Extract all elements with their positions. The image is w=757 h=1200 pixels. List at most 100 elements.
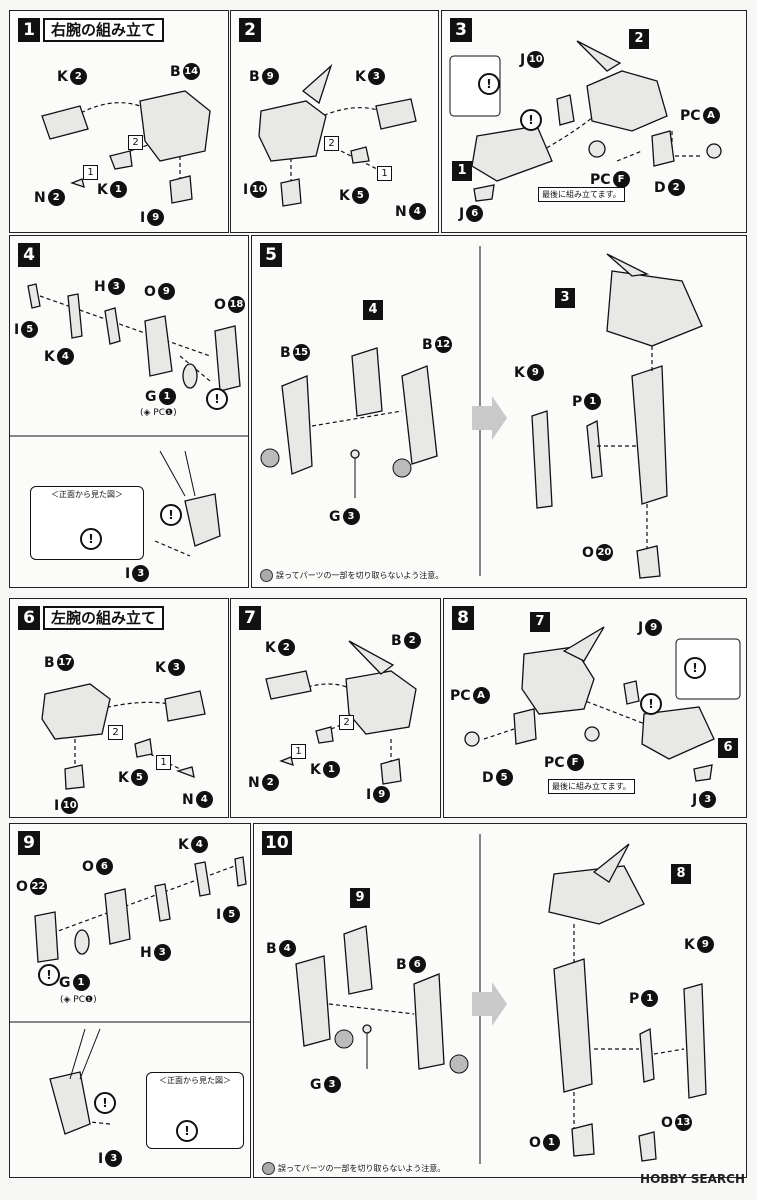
step-header: 2 <box>239 18 261 42</box>
step-header: 8 <box>452 606 474 630</box>
warning-icon: ! <box>160 504 182 526</box>
warning-icon: ! <box>520 109 542 131</box>
step-number: 2 <box>239 18 261 42</box>
step-number: 3 <box>450 18 472 42</box>
step-header: 9 <box>18 831 40 855</box>
step-header: 3 <box>450 18 472 42</box>
step-number: 10 <box>262 831 292 855</box>
pc-note: (◈ PC❶) <box>140 408 177 418</box>
warning-icon: ! <box>38 964 60 986</box>
order-mark: 1 <box>377 166 392 181</box>
step-title: 右腕の組み立て <box>43 18 165 42</box>
warning-icon: ! <box>478 73 500 95</box>
order-mark: 1 <box>291 744 306 759</box>
parts-diagram <box>10 283 248 557</box>
subassembly-ref: 4 <box>363 300 383 320</box>
parts-diagram <box>258 63 417 207</box>
order-mark: 1 <box>156 755 171 770</box>
last-assembly-note: 最後に組み立てます。 <box>538 187 625 202</box>
step-header: 10 <box>262 831 292 855</box>
order-mark: 2 <box>128 135 143 150</box>
subassembly-ref: 3 <box>555 288 575 308</box>
warning-icon: ! <box>206 388 228 410</box>
warning-icon: ! <box>94 1092 116 1114</box>
warning-icon: ! <box>640 693 662 715</box>
step-header: 4 <box>18 243 40 267</box>
caution-note: 誤ってパーツの一部を切り取らないよう注意。 <box>260 569 443 582</box>
parts-diagram <box>295 834 707 1164</box>
step-number: 5 <box>260 243 282 267</box>
subassembly-ref: 8 <box>671 864 691 884</box>
warning-icon: ! <box>176 1120 198 1142</box>
step-title: 左腕の組み立て <box>43 606 165 630</box>
step-number: 8 <box>452 606 474 630</box>
last-assembly-note: 最後に組み立てます。 <box>548 779 635 794</box>
order-mark: 2 <box>108 725 123 740</box>
step-number: 4 <box>18 243 40 267</box>
subassembly-ref: 2 <box>629 29 649 49</box>
subassembly-ref: 9 <box>350 888 370 908</box>
step-number: 9 <box>18 831 40 855</box>
parts-diagram <box>265 640 417 785</box>
step-header: 7 <box>239 606 261 630</box>
subassembly-ref: 1 <box>452 161 472 181</box>
warning-icon: ! <box>684 657 706 679</box>
subassembly-ref: 6 <box>718 738 738 758</box>
parts-diagram <box>41 90 211 204</box>
order-mark: 2 <box>324 136 339 151</box>
order-mark: 2 <box>339 715 354 730</box>
parts-diagram <box>260 246 703 579</box>
step-number: 7 <box>239 606 261 630</box>
caution-note: 誤ってパーツの一部を切り取らないよう注意。 <box>262 1162 445 1175</box>
